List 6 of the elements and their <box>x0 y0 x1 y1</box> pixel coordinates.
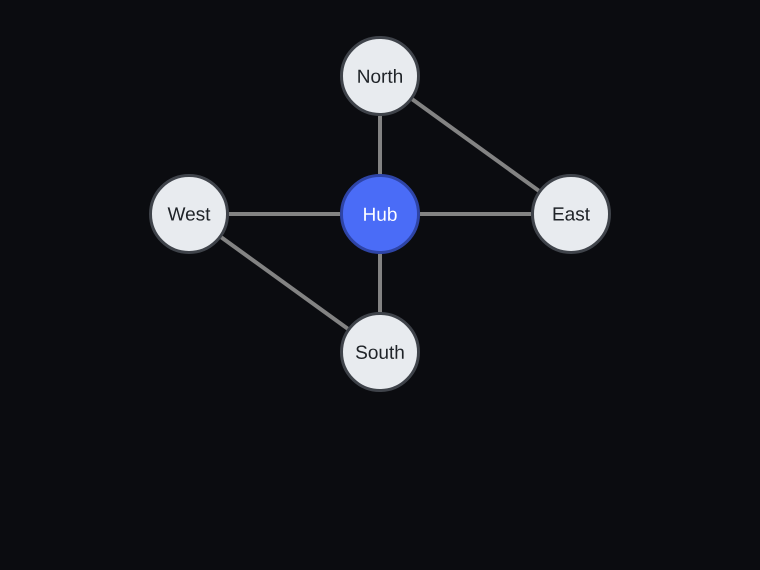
connector-line <box>420 212 531 216</box>
connector-line <box>378 116 382 174</box>
connector-line <box>378 254 382 312</box>
connector-line <box>220 236 349 330</box>
connector-line <box>411 98 540 192</box>
connector-line <box>229 212 340 216</box>
